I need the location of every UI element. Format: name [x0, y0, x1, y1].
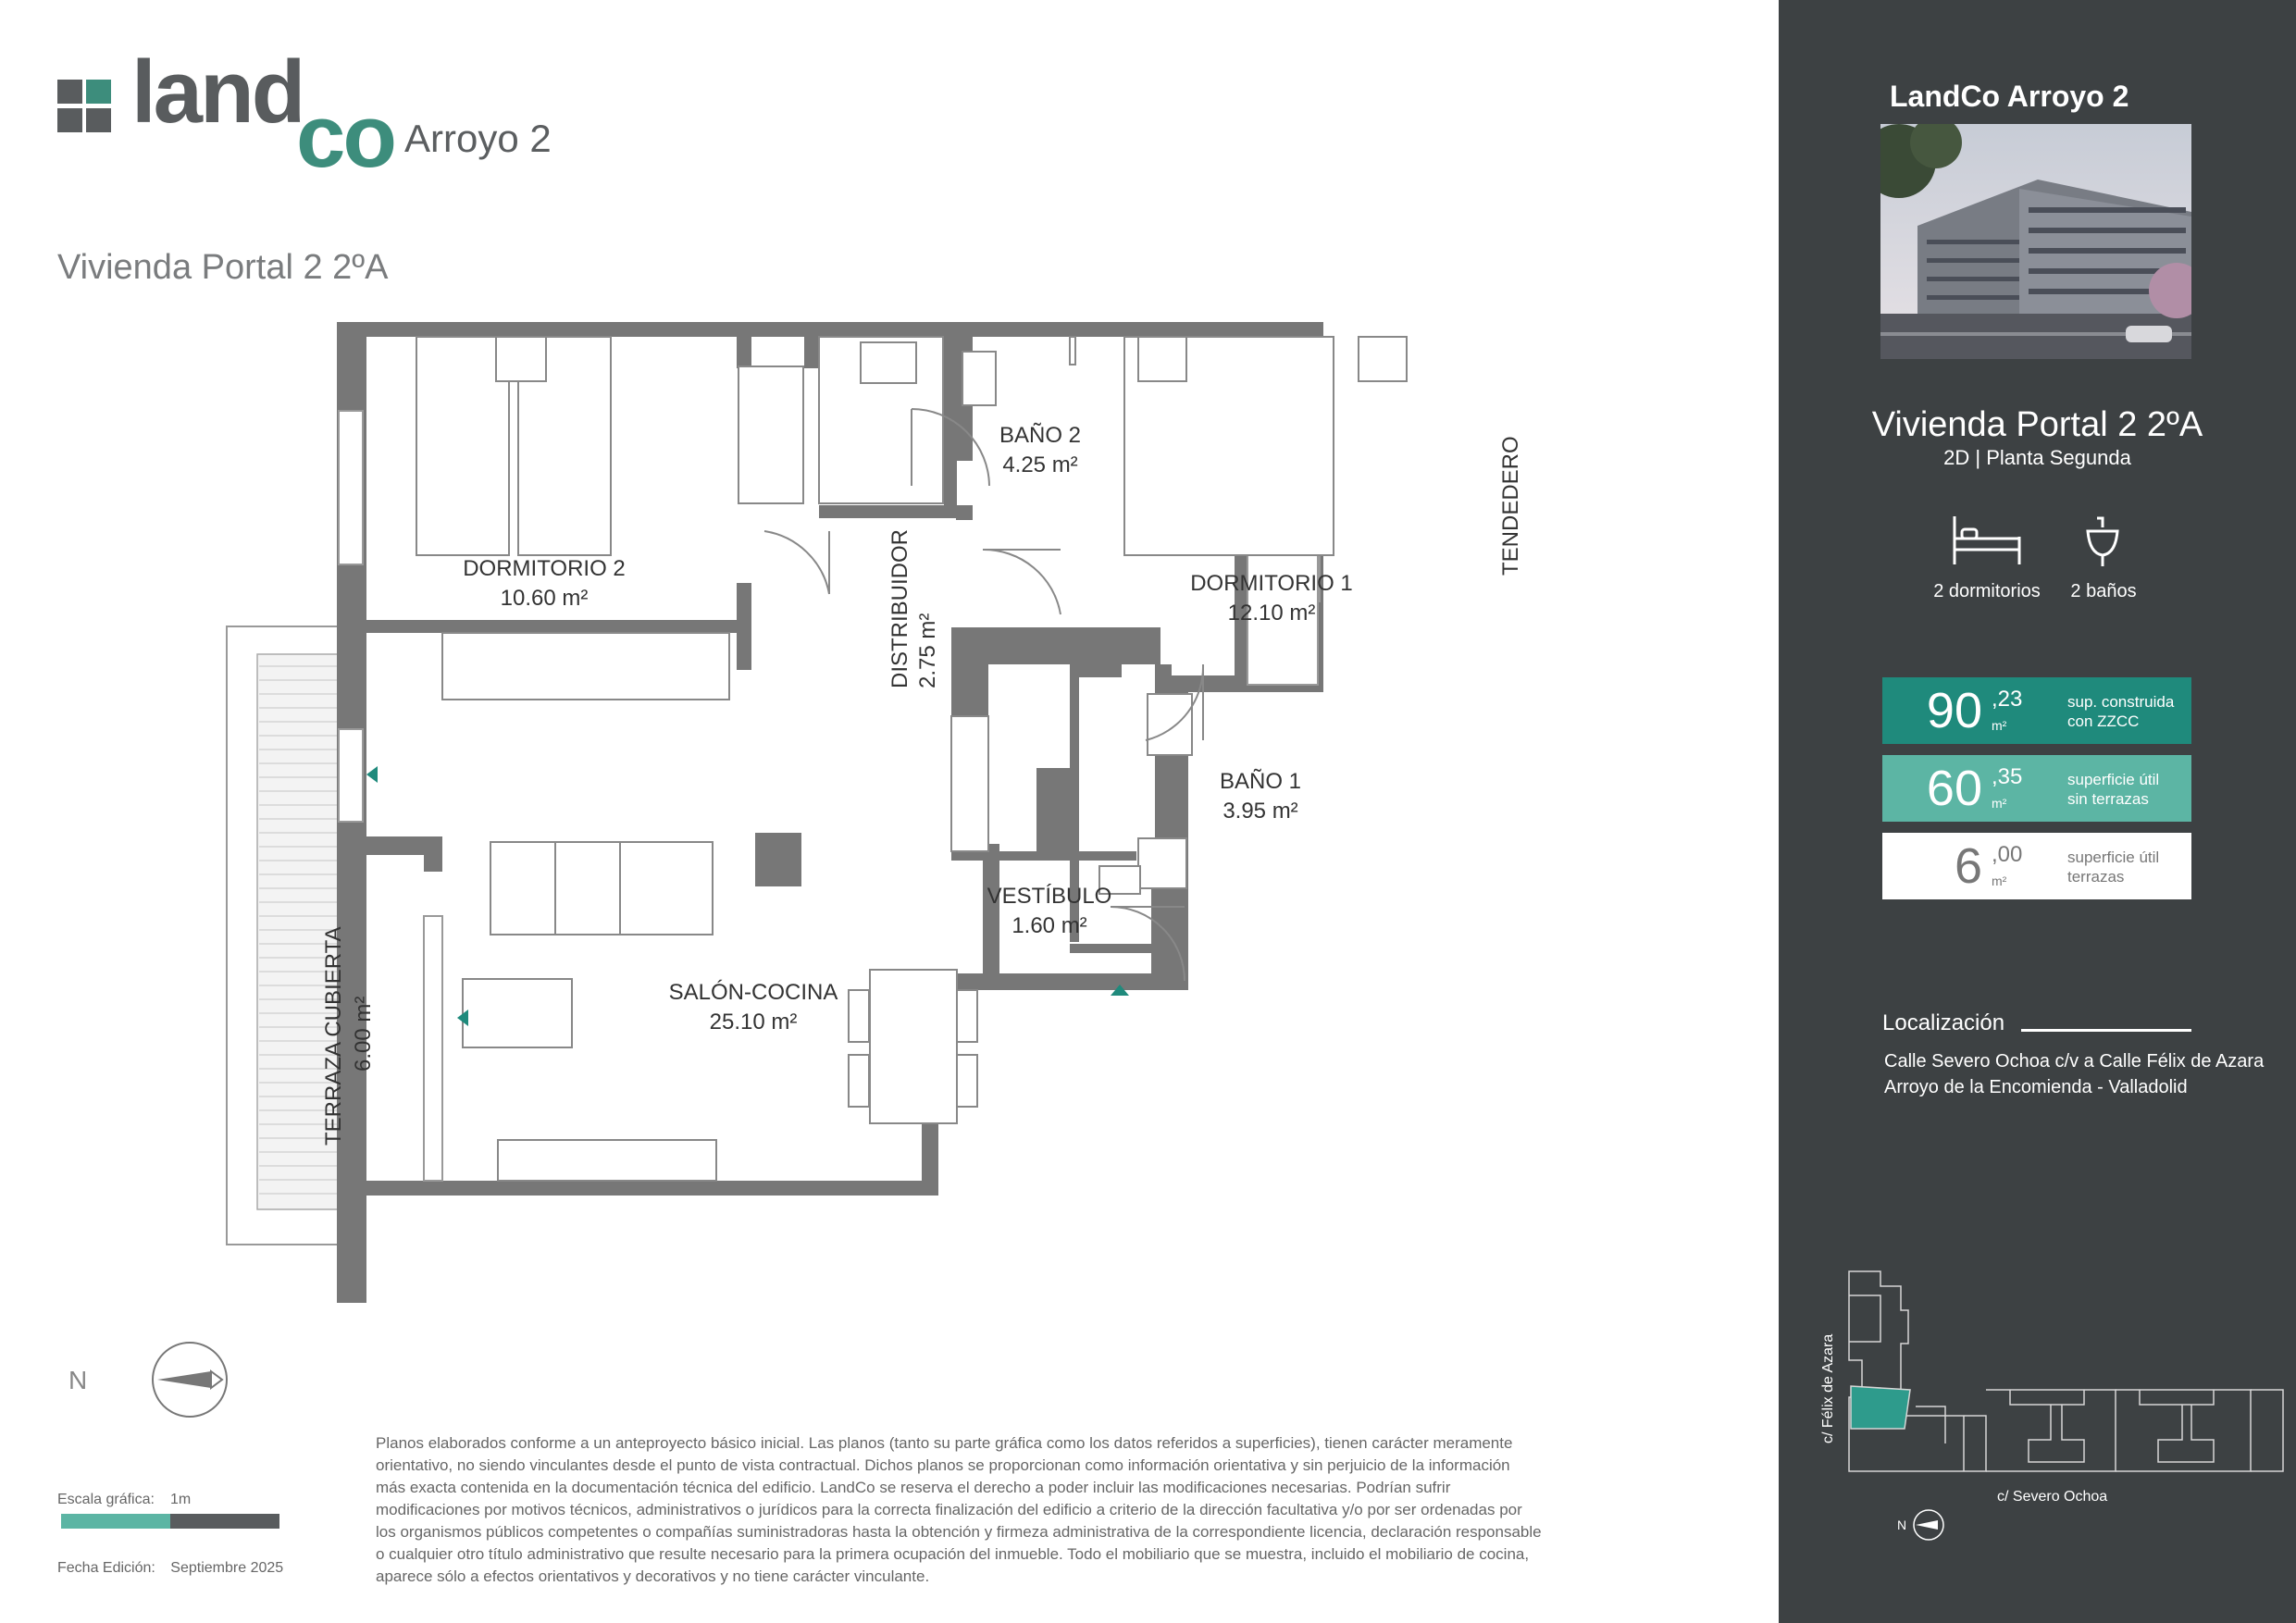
graphic-scale: Escala gráfica: 1m — [57, 1492, 298, 1529]
room-label-vestibulo: VESTÍBULO — [987, 884, 1112, 909]
room-label-distribuidor: DISTRIBUIDOR — [887, 529, 912, 688]
building-render-image — [1880, 124, 2191, 359]
area-box-util: 60 ,35 m² superficie útil sin terrazas — [1882, 755, 2191, 822]
logo-project-name: Arroyo 2 — [404, 117, 552, 160]
logo-mark-icon — [57, 80, 113, 133]
area-util-int: 60 — [1926, 761, 1982, 816]
legal-disclaimer: Planos elaborados conforme a un anteproy… — [376, 1434, 1542, 1585]
room-label-terraza: TERRAZA CUBIERTA — [321, 927, 346, 1146]
room-area-bano-1: 3.95 m² — [1222, 799, 1297, 824]
map-compass-icon — [1913, 1509, 1944, 1541]
bathrooms-label: 2 baños — [2070, 581, 2137, 601]
compass-north-label: N — [68, 1366, 88, 1394]
scale-label: Escala gráfica: — [57, 1492, 155, 1507]
address-line-2: Arroyo de la Encomienda - Valladolid — [1884, 1077, 2188, 1097]
scale-bar — [61, 1514, 279, 1529]
room-area-dormitorio-2: 10.60 m² — [501, 586, 589, 611]
area-construida-desc-1: sup. construida — [2067, 693, 2175, 711]
area-construida-desc-2: con ZZCC — [2067, 712, 2140, 730]
area-construida-desc: sup. construida con ZZCC — [2067, 692, 2174, 731]
floor-plan: DORMITORIO 2 10.60 m² DISTRIBUIDOR 2.75 … — [226, 322, 1523, 1303]
room-label-dormitorio-2: DORMITORIO 2 — [463, 556, 626, 581]
logo-text-land: land — [131, 43, 305, 142]
compass: N — [63, 1338, 228, 1421]
area-util-unit: m² — [1992, 796, 2007, 811]
bedrooms-label: 2 dormitorios — [1933, 581, 2041, 601]
edition-date-label: Fecha Edición: — [57, 1560, 155, 1576]
location-label: Localización — [1882, 1010, 2005, 1035]
area-terrazas-unit: m² — [1992, 873, 2007, 888]
map-street-severo-ochoa: c/ Severo Ochoa — [1997, 1489, 2107, 1505]
room-label-tendedero: TENDEDERO — [1498, 436, 1523, 576]
area-util-desc: superficie útil sin terrazas — [2067, 770, 2159, 809]
unit-title: Vivienda Portal 2 2ºA — [57, 248, 389, 287]
area-construida-unit: m² — [1992, 718, 2007, 733]
room-area-distribuidor: 2.75 m² — [915, 613, 940, 688]
compass-icon — [152, 1342, 228, 1418]
unit-location-marker — [1850, 1385, 1911, 1430]
sink-icon — [2086, 516, 2119, 566]
area-terrazas-desc-2: terrazas — [2067, 868, 2125, 886]
logo-text-co: co — [296, 87, 397, 186]
area-construida-int: 90 — [1926, 683, 1982, 738]
map-street-felix-azara: c/ Félix de Azara — [1820, 1334, 1836, 1443]
doors — [763, 408, 1205, 982]
room-label-bano-2: BAÑO 2 — [999, 423, 1081, 448]
room-area-terraza: 6.00 m² — [351, 997, 376, 1072]
site-map: c/ Félix de Azara c/ Severo Ochoa N — [1820, 1270, 2284, 1541]
room-label-salon-cocina: SALÓN-COCINA — [669, 980, 838, 1005]
room-area-bano-2: 4.25 m² — [1002, 452, 1077, 477]
furniture — [416, 336, 1408, 1182]
plan-sheet: land co Arroyo 2 Vivienda Portal 2 2ºA — [57, 48, 1542, 1585]
area-util-dec: ,35 — [1992, 764, 2023, 789]
edition-date: Fecha Edición: Septiembre 2025 — [57, 1560, 283, 1577]
room-label-dormitorio-1: DORMITORIO 1 — [1190, 571, 1353, 596]
terrace-area — [226, 626, 349, 1245]
area-construida-dec: ,23 — [1992, 687, 2023, 712]
area-terrazas-desc: superficie útil terrazas — [2067, 848, 2159, 886]
info-panel: LandCo Arroyo 2 — [1779, 0, 2296, 1623]
area-util-desc-2: sin terrazas — [2067, 790, 2149, 808]
room-area-salon-cocina: 25.10 m² — [710, 1010, 798, 1035]
bed-icon — [1953, 516, 2021, 564]
entry-arrow-icons — [366, 766, 1129, 1026]
area-terrazas-int: 6 — [1954, 838, 1982, 894]
address-line-1: Calle Severo Ochoa c/v a Calle Félix de … — [1884, 1051, 2265, 1072]
area-terrazas-desc-1: superficie útil — [2067, 849, 2160, 866]
panel-unit-title: Vivienda Portal 2 2ºA — [1871, 405, 2203, 444]
area-box-terrazas: 6 ,00 m² superficie útil terrazas — [1882, 833, 2191, 899]
landco-logo: land co Arroyo 2 — [57, 48, 576, 187]
room-area-vestibulo: 1.60 m² — [1011, 913, 1086, 938]
scale-value: 1m — [170, 1492, 192, 1507]
area-box-construida: 90 ,23 m² sup. construida con ZZCC — [1882, 677, 2191, 744]
panel-unit-subtitle: 2D | Planta Segunda — [1943, 446, 2131, 469]
room-label-bano-1: BAÑO 1 — [1220, 769, 1301, 794]
edition-date-value: Septiembre 2025 — [170, 1560, 284, 1576]
map-north-label: N — [1897, 1518, 1906, 1532]
panel-title: LandCo Arroyo 2 — [1890, 80, 2129, 113]
room-area-dormitorio-1: 12.10 m² — [1228, 601, 1316, 626]
location-divider — [2021, 1029, 2191, 1032]
area-terrazas-dec: ,00 — [1992, 842, 2023, 867]
area-util-desc-1: superficie útil — [2067, 771, 2160, 788]
